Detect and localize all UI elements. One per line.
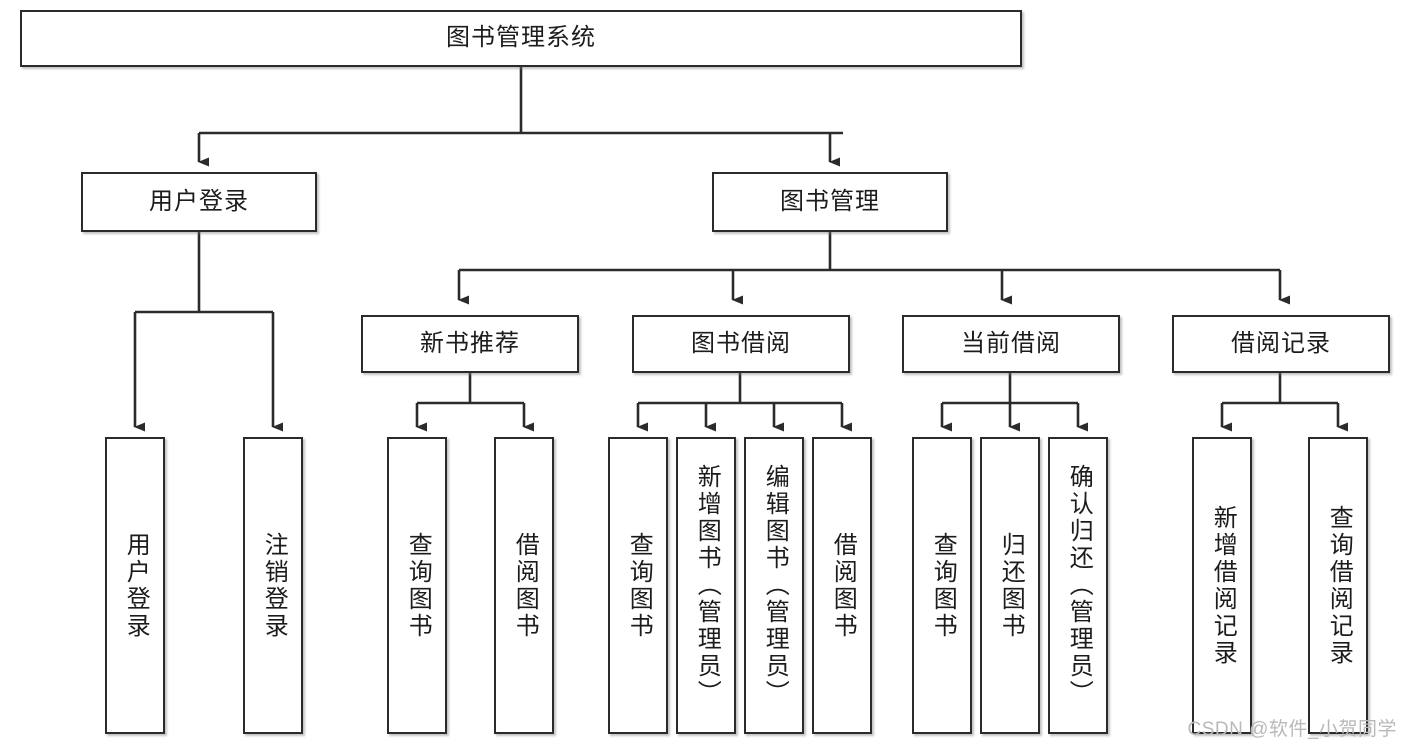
node-leaf-rec-borrow-book[interactable]: 借阅图书 bbox=[494, 437, 554, 734]
node-leaf-rec-query-book[interactable]: 查询图书 bbox=[387, 437, 447, 734]
node-book-borrow[interactable]: 图书借阅 bbox=[632, 315, 850, 373]
node-leaf-cur-confirm-return[interactable]: 确认归还（管理员） bbox=[1048, 437, 1108, 734]
node-current-borrow-label: 当前借阅 bbox=[961, 329, 1061, 357]
node-leaf-rec-borrow-book-label: 借阅图书 bbox=[511, 531, 539, 640]
node-user-login-label: 用户登录 bbox=[149, 187, 249, 215]
node-leaf-borrow-query-book-label: 查询图书 bbox=[625, 531, 653, 640]
node-leaf-rec-query-record[interactable]: 查询借阅记录 bbox=[1308, 437, 1368, 734]
node-book-manage-label: 图书管理 bbox=[780, 187, 880, 215]
node-leaf-user-login-label: 用户登录 bbox=[122, 531, 150, 640]
node-borrow-record[interactable]: 借阅记录 bbox=[1172, 315, 1390, 373]
node-leaf-user-login[interactable]: 用户登录 bbox=[105, 437, 165, 734]
node-leaf-rec-add-record-label: 新增借阅记录 bbox=[1209, 504, 1237, 667]
node-current-borrow[interactable]: 当前借阅 bbox=[902, 315, 1120, 373]
node-leaf-user-logout[interactable]: 注销登录 bbox=[243, 437, 303, 734]
node-book-borrow-label: 图书借阅 bbox=[691, 329, 791, 357]
node-leaf-cur-return-book-label: 归还图书 bbox=[997, 531, 1025, 640]
node-leaf-borrow-query-book[interactable]: 查询图书 bbox=[608, 437, 668, 734]
node-user-login[interactable]: 用户登录 bbox=[81, 172, 317, 232]
node-leaf-cur-confirm-return-label: 确认归还（管理员） bbox=[1065, 464, 1093, 707]
node-leaf-cur-query-book-label: 查询图书 bbox=[929, 531, 957, 640]
node-leaf-borrow-edit-book-label: 编辑图书（管理员） bbox=[761, 464, 789, 707]
node-leaf-rec-query-book-label: 查询图书 bbox=[404, 531, 432, 640]
node-borrow-record-label: 借阅记录 bbox=[1231, 329, 1331, 357]
node-new-book-rec[interactable]: 新书推荐 bbox=[361, 315, 579, 373]
node-new-book-rec-label: 新书推荐 bbox=[420, 329, 520, 357]
node-book-manage[interactable]: 图书管理 bbox=[712, 172, 948, 232]
node-leaf-rec-add-record[interactable]: 新增借阅记录 bbox=[1192, 437, 1252, 734]
node-leaf-borrow-edit-book[interactable]: 编辑图书（管理员） bbox=[744, 437, 804, 734]
node-leaf-rec-query-record-label: 查询借阅记录 bbox=[1325, 504, 1353, 667]
node-leaf-cur-query-book[interactable]: 查询图书 bbox=[912, 437, 972, 734]
csdn-watermark: CSDN @软件_小贺同学 bbox=[1187, 719, 1397, 740]
node-leaf-borrow-borrow-book-label: 借阅图书 bbox=[829, 531, 857, 640]
node-leaf-user-logout-label: 注销登录 bbox=[260, 531, 288, 640]
node-leaf-borrow-add-book[interactable]: 新增图书（管理员） bbox=[676, 437, 736, 734]
node-root-label: 图书管理系统 bbox=[446, 24, 596, 52]
node-leaf-cur-return-book[interactable]: 归还图书 bbox=[980, 437, 1040, 734]
node-leaf-borrow-add-book-label: 新增图书（管理员） bbox=[693, 464, 721, 707]
node-leaf-borrow-borrow-book[interactable]: 借阅图书 bbox=[812, 437, 872, 734]
node-root[interactable]: 图书管理系统 bbox=[20, 10, 1022, 67]
